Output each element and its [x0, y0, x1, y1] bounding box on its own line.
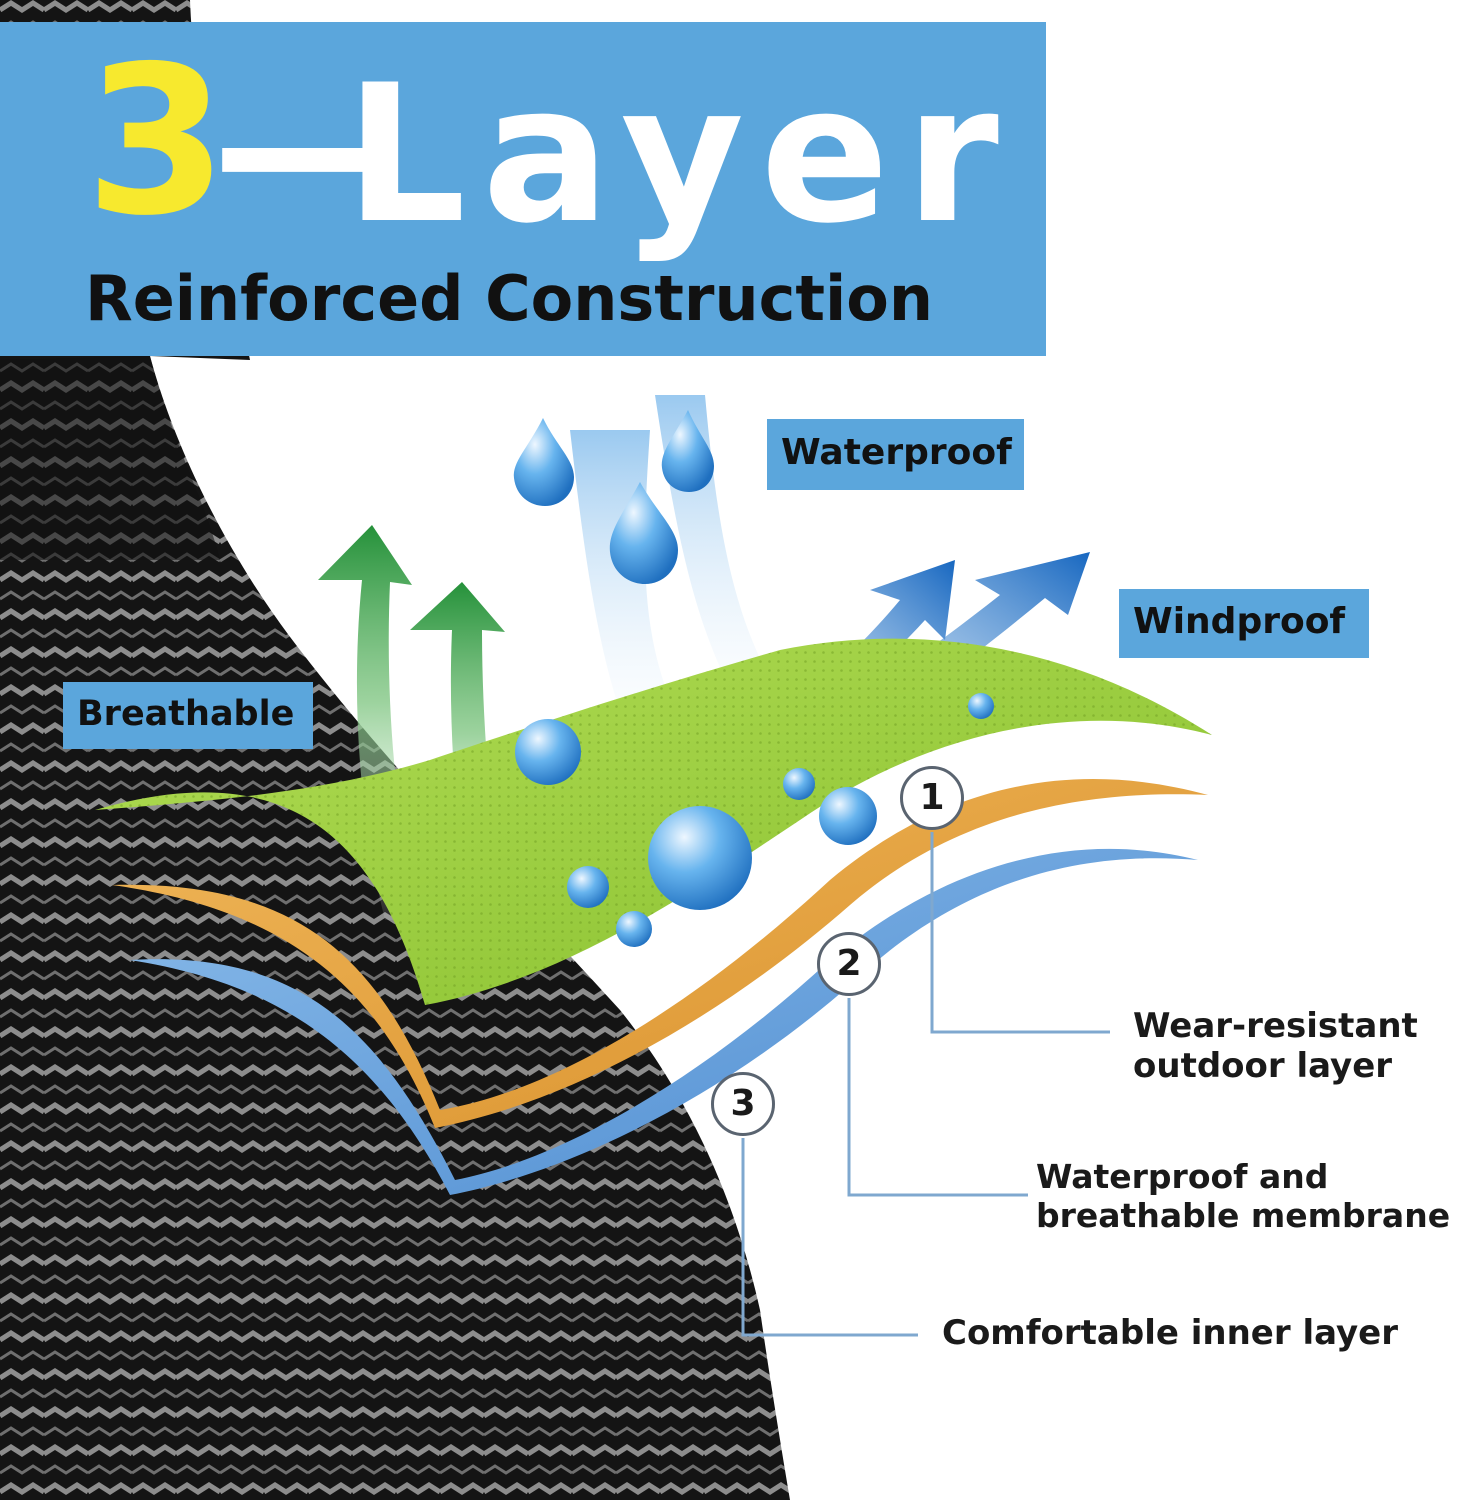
header-banner — [0, 22, 1046, 356]
title-dash: — — [212, 36, 402, 257]
bead-droplet-1 — [515, 719, 581, 785]
layer-1-texture — [95, 638, 1212, 1005]
layer-2-label: Waterproof and breathable membrane — [1036, 1157, 1451, 1236]
bead-droplet-4 — [783, 768, 815, 800]
layer-2-label-line2: breathable membrane — [1036, 1195, 1451, 1235]
sock-shape — [0, 0, 790, 1500]
layer-3-label-line1: Comfortable inner layer — [942, 1313, 1399, 1353]
water-stream — [570, 430, 700, 760]
leader-line-3 — [741, 1138, 918, 1337]
breathable-tag: Breathable — [63, 682, 313, 749]
bead-droplet-2 — [648, 806, 752, 910]
falling-droplet-2 — [661, 410, 714, 492]
layer-1-label: Wear-resistant outdoor layer — [1133, 1006, 1418, 1086]
bead-droplet-5 — [567, 866, 609, 908]
layer-3-badge: 3 — [711, 1072, 775, 1136]
layer-2-badge: 2 — [817, 932, 881, 996]
sock-cuff — [0, 356, 220, 560]
title-number: 3 — [85, 23, 228, 261]
layer-1-badge: 1 — [900, 766, 964, 830]
layer-3-label: Comfortable inner layer — [942, 1313, 1398, 1353]
bead-droplet-6 — [616, 911, 652, 947]
layer-1-label-line1: Wear-resistant — [1133, 1006, 1418, 1046]
layer-1-label-line2: outdoor layer — [1133, 1046, 1393, 1087]
leader-line-2 — [847, 998, 1028, 1197]
bead-droplet-3 — [819, 787, 877, 845]
layer-2-label-line1: Waterproof and — [1036, 1157, 1329, 1196]
falling-droplet-3 — [609, 482, 678, 584]
subtitle: Reinforced Construction — [85, 262, 933, 335]
title-word: Layer — [345, 44, 1015, 265]
windproof-tag: Windproof — [1119, 589, 1369, 658]
waterproof-tag: Waterproof — [767, 419, 1024, 490]
layer-3-inner — [130, 848, 1198, 1195]
leader-line-1 — [930, 832, 1110, 1034]
bead-droplet-7 — [968, 693, 994, 719]
layer-2-membrane — [112, 779, 1208, 1128]
falling-droplet-1 — [513, 418, 574, 506]
